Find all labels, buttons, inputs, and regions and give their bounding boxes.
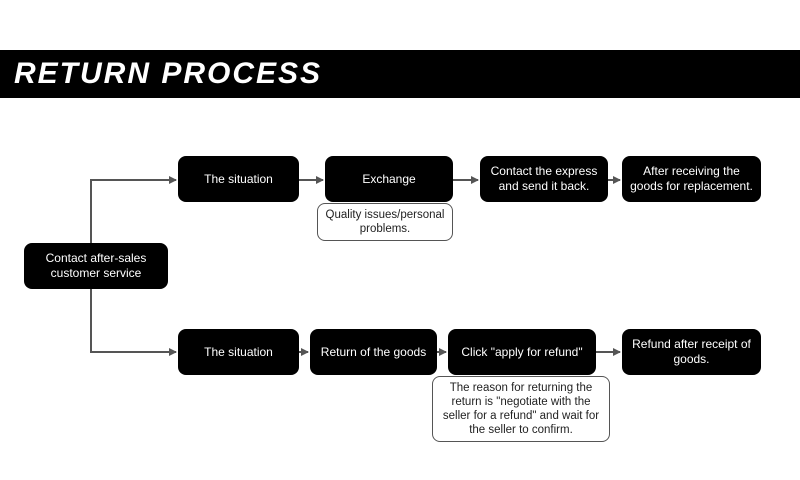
contact-express-node: Contact the express and send it back. <box>480 156 608 202</box>
situation-node-return: The situation <box>178 329 299 375</box>
exchange-reason-note: Quality issues/personal problems. <box>317 203 453 241</box>
refund-after-node: Refund after receipt of goods. <box>622 329 761 375</box>
apply-refund-node: Click "apply for refund" <box>448 329 596 375</box>
page-title: RETURN PROCESS <box>14 57 323 90</box>
title-banner: RETURN PROCESS <box>0 50 800 98</box>
return-goods-node: Return of the goods <box>310 329 437 375</box>
start-node: Contact after-sales customer service <box>24 243 168 289</box>
return-reason-note: The reason for returning the return is "… <box>432 376 610 442</box>
situation-node-exchange: The situation <box>178 156 299 202</box>
exchange-node: Exchange <box>325 156 453 202</box>
after-receiving-node: After receiving the goods for replacemen… <box>622 156 761 202</box>
